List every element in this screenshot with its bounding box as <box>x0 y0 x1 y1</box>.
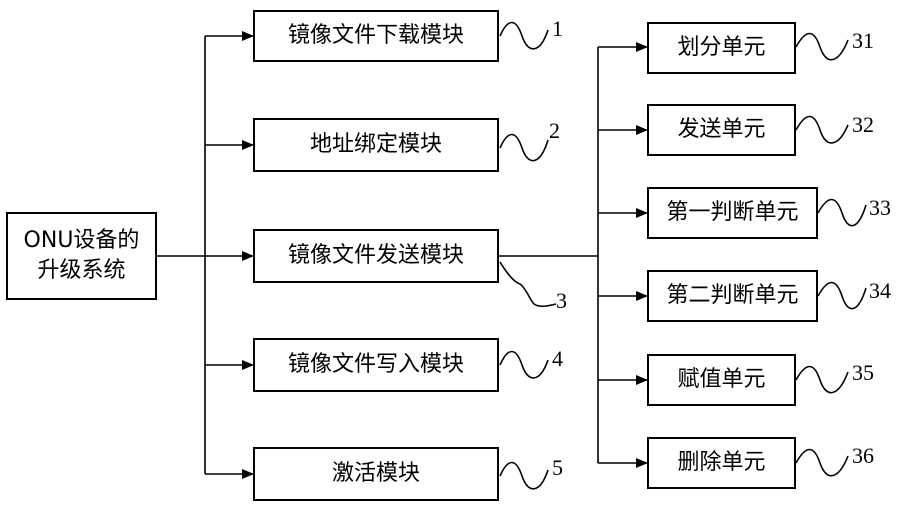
leader-line-36 <box>796 450 848 476</box>
module-box-1: 镜像文件下载模块 <box>253 10 499 62</box>
unit-label: 删除单元 <box>677 448 765 478</box>
unit-box-35: 赋值单元 <box>647 354 796 406</box>
leader-line-35 <box>796 367 848 393</box>
ref-numeral-1: 1 <box>552 16 563 42</box>
unit-label: 赋值单元 <box>677 365 765 395</box>
leader-line-33 <box>818 200 866 226</box>
ref-numeral-3: 3 <box>556 288 567 314</box>
root-label-line2: 升级系统 <box>37 256 125 286</box>
leader-line-1 <box>500 23 548 49</box>
unit-label: 第二判断单元 <box>666 281 798 311</box>
leader-line-3 <box>500 262 556 306</box>
unit-box-32: 发送单元 <box>647 104 796 156</box>
module-label: 镜像文件写入模块 <box>288 350 464 380</box>
unit-box-33: 第一判断单元 <box>647 187 818 239</box>
module-label: 激活模块 <box>332 459 420 489</box>
ref-numeral-2: 2 <box>549 118 560 144</box>
unit-box-34: 第二判断单元 <box>647 270 818 322</box>
unit-label: 划分单元 <box>677 33 765 63</box>
module-box-3: 镜像文件发送模块 <box>253 229 499 283</box>
ref-numeral-4: 4 <box>552 346 563 372</box>
module-box-5: 激活模块 <box>253 447 499 501</box>
module-label: 镜像文件发送模块 <box>288 241 464 271</box>
leader-line-32 <box>796 117 848 143</box>
ref-numeral-31: 31 <box>852 28 874 54</box>
leader-line-31 <box>796 34 848 60</box>
leader-line-4 <box>500 352 548 378</box>
ref-numeral-33: 33 <box>869 195 891 221</box>
root-label-line1: ONU设备的 <box>24 226 140 256</box>
leader-line-34 <box>818 283 866 309</box>
ref-numeral-32: 32 <box>852 112 874 138</box>
module-box-4: 镜像文件写入模块 <box>253 338 499 392</box>
unit-label: 第一判断单元 <box>666 198 798 228</box>
unit-box-31: 划分单元 <box>647 22 796 74</box>
root-box: ONU设备的 升级系统 <box>6 212 157 300</box>
module-label: 镜像文件下载模块 <box>288 21 464 51</box>
leader-line-2 <box>500 135 548 161</box>
module-box-2: 地址绑定模块 <box>253 118 499 172</box>
unit-box-36: 删除单元 <box>647 437 796 489</box>
ref-numeral-5: 5 <box>552 455 563 481</box>
ref-numeral-34: 34 <box>869 278 891 304</box>
ref-numeral-36: 36 <box>852 443 874 469</box>
ref-numeral-35: 35 <box>852 360 874 386</box>
unit-label: 发送单元 <box>677 115 765 145</box>
leader-line-5 <box>500 463 548 489</box>
module-label: 地址绑定模块 <box>310 130 442 160</box>
